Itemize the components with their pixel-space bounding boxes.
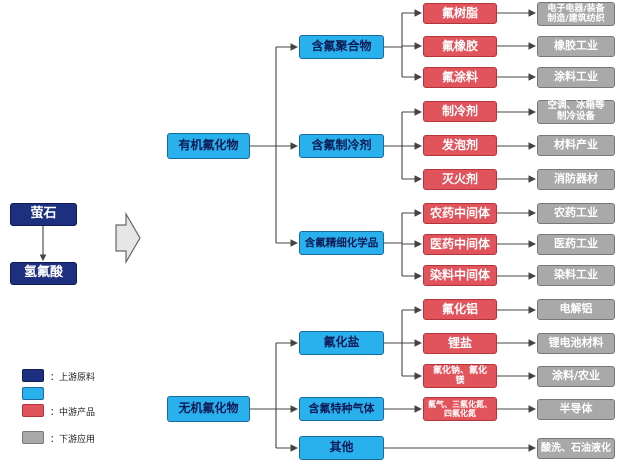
app-pharma-industry: 医药工业 bbox=[537, 234, 615, 255]
product-fluororubber: 氟橡胶 bbox=[423, 36, 497, 57]
product-pharma-intermediate: 医药中间体 bbox=[423, 234, 497, 255]
category-organic-fluoride: 有机氟化物 bbox=[167, 133, 250, 159]
legend-label-raw: ：上游原料 bbox=[50, 373, 96, 383]
app-battery-materials: 锂电池材料 bbox=[537, 333, 615, 354]
flow-arrow-icon bbox=[115, 211, 141, 265]
sub-fine-chemicals: 含氟精细化学品 bbox=[299, 231, 384, 255]
app-coating-agriculture: 涂料/农业 bbox=[537, 366, 615, 387]
sub-fluoride-salt: 氟化盐 bbox=[299, 331, 384, 355]
legend-label-down: ：下游应用 bbox=[50, 435, 96, 445]
legend-label-mid: ：中游产品 bbox=[50, 408, 96, 418]
app-semiconductor: 半导体 bbox=[537, 399, 615, 420]
app-dye-industry: 染料工业 bbox=[537, 265, 615, 286]
raw-hydrofluoric-acid: 氢氟酸 bbox=[10, 262, 77, 285]
app-materials-industry: 材料产业 bbox=[537, 135, 615, 156]
sub-other: 其他 bbox=[299, 436, 384, 460]
product-refrigerant: 制冷剂 bbox=[423, 101, 497, 122]
app-electronics-construction: 电子电器/装备制造/建筑纺织 bbox=[537, 2, 615, 26]
product-pesticide-intermediate: 农药中间体 bbox=[423, 203, 497, 224]
app-cooling-equipment: 空调、冰箱等制冷设备 bbox=[537, 100, 615, 124]
product-na-mg-fluoride: 氟化钠、氟化镁 bbox=[423, 364, 497, 388]
product-extinguishing-agent: 灭火剂 bbox=[423, 169, 497, 190]
product-foaming-agent: 发泡剂 bbox=[423, 135, 497, 156]
legend-swatch-raw bbox=[22, 369, 44, 382]
legend-swatch-product bbox=[22, 404, 44, 417]
raw-fluorite: 萤石 bbox=[10, 203, 77, 226]
app-electrolytic-aluminum: 电解铝 bbox=[537, 299, 615, 320]
product-fluorocoating: 氟涂料 bbox=[423, 67, 497, 88]
app-pesticide-industry: 农药工业 bbox=[537, 203, 615, 224]
product-fluororesin: 氟树脂 bbox=[423, 3, 497, 24]
product-dye-intermediate: 染料中间体 bbox=[423, 265, 497, 286]
product-lithium-salt: 锂盐 bbox=[423, 333, 497, 354]
product-aluminum-fluoride: 氟化铝 bbox=[423, 299, 497, 320]
app-coating-industry: 涂料工业 bbox=[537, 67, 615, 88]
sub-fluoropolymer: 含氟聚合物 bbox=[299, 35, 384, 59]
sub-special-gas: 含氟特种气体 bbox=[299, 397, 384, 421]
app-fire-equipment: 消防器材 bbox=[537, 169, 615, 190]
app-pickling-petroleum: 酸洗、石油液化 bbox=[537, 438, 615, 459]
product-special-gases: 氟气、三氟化氮、四氟化氮 bbox=[423, 397, 497, 421]
legend-swatch-intermediate bbox=[22, 387, 44, 400]
category-inorganic-fluoride: 无机氟化物 bbox=[167, 396, 250, 422]
app-rubber-industry: 橡胶工业 bbox=[537, 36, 615, 57]
legend-swatch-application bbox=[22, 431, 44, 444]
sub-fluoro-refrigerant: 含氟制冷剂 bbox=[299, 134, 384, 158]
